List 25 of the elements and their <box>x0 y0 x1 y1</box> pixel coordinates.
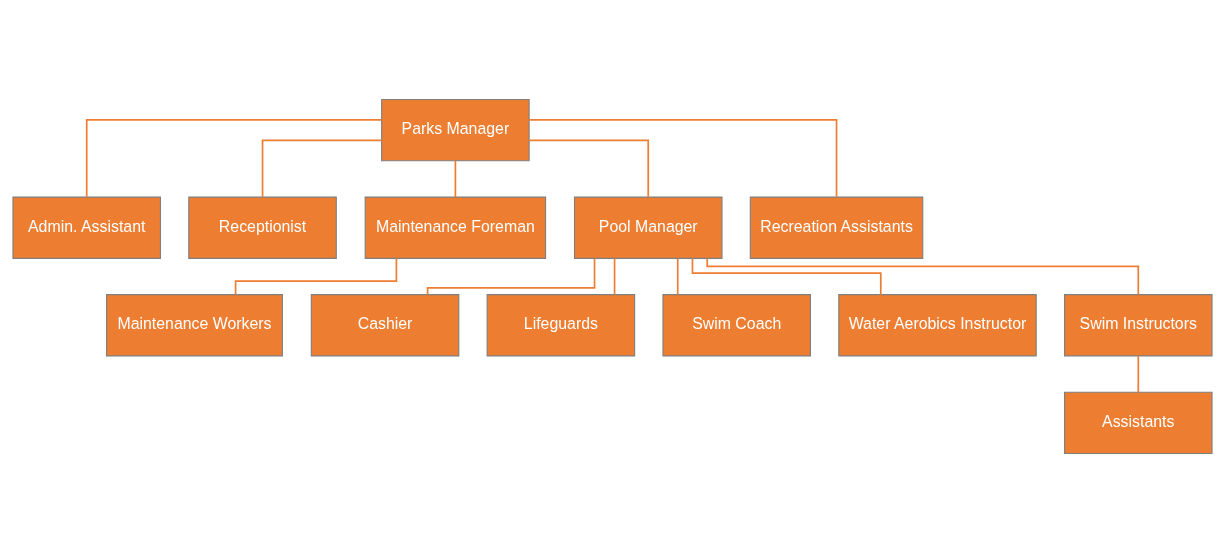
node-box: Admin. Assistant <box>12 196 161 259</box>
node-box: Swim Coach <box>662 293 811 356</box>
connector <box>426 257 596 295</box>
node-box: Water Aerobics Instructor <box>838 293 1037 356</box>
connector <box>676 257 679 295</box>
node-box: Cashier <box>310 293 460 356</box>
node-box: Maintenance Foreman <box>364 196 547 259</box>
connector <box>261 139 383 198</box>
connector <box>234 257 398 295</box>
connector <box>691 257 882 295</box>
connector <box>528 139 650 198</box>
node-box: Maintenance Workers <box>106 293 283 356</box>
node-box: Assistants <box>1064 391 1213 454</box>
node-box: Recreation Assistants <box>749 196 924 259</box>
connector <box>85 118 383 198</box>
connector <box>706 257 1140 295</box>
node-box: Lifeguards <box>486 293 636 356</box>
connector <box>1137 354 1140 393</box>
node-box: Receptionist <box>188 196 337 259</box>
node-box: Parks Manager <box>381 98 530 161</box>
node-box: Pool Manager <box>573 196 723 259</box>
connector <box>454 159 457 198</box>
connector <box>613 257 616 295</box>
connector <box>528 118 838 198</box>
node-box: Swim Instructors <box>1064 293 1213 356</box>
